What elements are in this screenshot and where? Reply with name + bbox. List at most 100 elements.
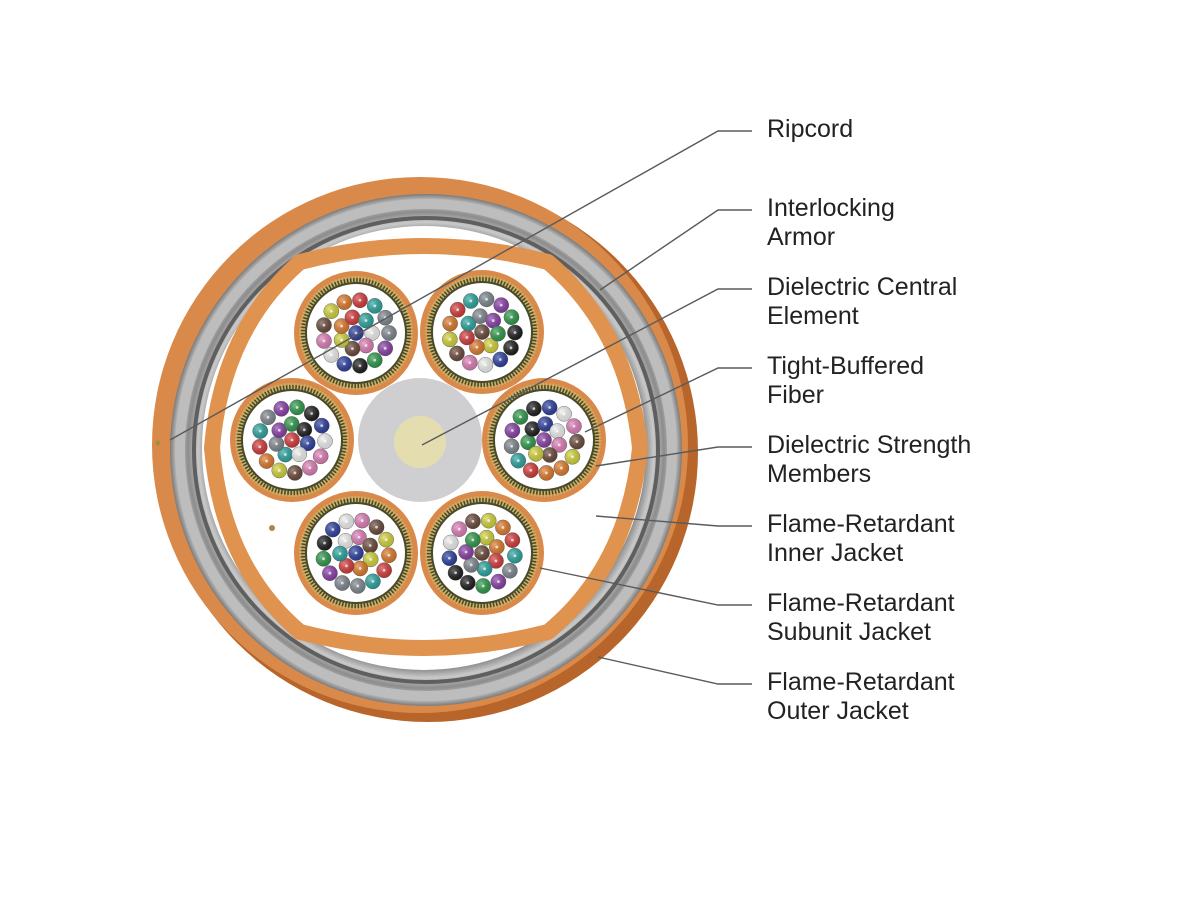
fiber-core: [496, 332, 500, 336]
fiber-core: [448, 556, 451, 560]
fiber-core: [358, 567, 362, 570]
strength-member-yarn: [299, 276, 413, 390]
fiber-core: [501, 526, 505, 529]
fiber-core: [344, 539, 347, 543]
subunits: [230, 270, 606, 615]
fiber-core: [529, 468, 533, 472]
fiber-core: [465, 336, 469, 339]
fiber-core: [494, 559, 498, 563]
label-ripcord: Ripcord: [767, 115, 853, 143]
fiber-core: [266, 415, 270, 419]
fiber-core: [340, 338, 343, 342]
fiber-core: [364, 319, 368, 322]
fiber-core: [544, 471, 548, 475]
fiber-core: [498, 358, 502, 361]
fiber-core: [295, 405, 299, 409]
fiber-core: [471, 519, 475, 523]
fiber-core: [308, 466, 312, 470]
fiber-core: [358, 364, 362, 368]
fiber-core: [293, 471, 297, 475]
fiber-core: [455, 352, 459, 355]
fiber-core: [302, 428, 306, 432]
fiber-core: [329, 309, 333, 313]
fiber-core: [466, 581, 470, 585]
fiber-core: [510, 315, 513, 319]
fiber-core: [364, 344, 368, 347]
fiber-core: [258, 429, 262, 433]
fiber-core: [310, 412, 314, 415]
fiber-core: [513, 331, 517, 334]
leader-lines: [169, 130, 752, 685]
central-element-core: [394, 416, 446, 468]
fiber-subunit: [420, 270, 544, 394]
leader-ripcord: [169, 130, 752, 441]
fiber-core: [468, 361, 472, 365]
fiber-core: [277, 428, 281, 432]
fiber-core: [329, 353, 333, 357]
fiber-core: [489, 344, 493, 347]
fiber-core: [322, 339, 326, 343]
fiber-core: [480, 330, 484, 334]
fiber-core: [369, 557, 373, 561]
fiber-core: [483, 567, 486, 571]
fiber-subunit: [230, 378, 354, 502]
fiber-core: [516, 459, 520, 463]
fiber-core: [478, 314, 482, 318]
strength-member-yarn: [487, 383, 601, 497]
fiber-core: [358, 298, 362, 302]
fiber-core: [384, 538, 388, 542]
fiber-core: [354, 331, 358, 335]
fiber-core: [526, 440, 530, 444]
inner-jacket: [204, 238, 648, 656]
fiber-core: [572, 424, 576, 428]
fiber-core: [290, 438, 294, 442]
fiber-core: [571, 455, 574, 459]
fiber-core: [530, 427, 534, 431]
fiber-core: [373, 304, 377, 308]
fiber-core: [499, 303, 503, 307]
fiber-core: [382, 568, 386, 572]
fiber-core: [542, 438, 546, 442]
fiber-core: [351, 316, 354, 319]
ripcord-dot-outer: [155, 440, 161, 446]
fiber-core: [328, 571, 332, 575]
fiber-core: [322, 323, 326, 327]
fiber-core: [449, 541, 453, 544]
fiber-core: [548, 453, 552, 457]
fiber-core: [543, 422, 547, 426]
fiber-core: [258, 445, 262, 449]
fiber-core: [519, 415, 522, 419]
fiber-core: [323, 439, 327, 443]
fiber-core: [471, 538, 475, 542]
fiber-core: [469, 563, 473, 567]
leader-dielectric-strength-members: [595, 446, 752, 467]
fiber-core: [454, 571, 457, 575]
fiber-core: [466, 322, 470, 326]
strength-member-yarn: [299, 496, 413, 610]
fiber-core: [356, 584, 360, 588]
fiber-core: [469, 299, 473, 303]
fiber-core: [456, 308, 460, 312]
fiber-core: [497, 580, 500, 584]
fiber-core: [290, 422, 294, 426]
fiber-core: [360, 519, 364, 522]
cable-cross-section: [152, 177, 698, 722]
fiber-core: [357, 535, 361, 539]
fiber-core: [283, 453, 287, 456]
leader-interlocking-armor: [599, 209, 752, 291]
fiber-core: [548, 406, 552, 409]
armor-band: [175, 199, 677, 701]
fiber-core: [387, 331, 391, 335]
fiber-core: [323, 541, 326, 545]
armor-groove: [192, 216, 660, 684]
fiber-core: [345, 564, 348, 568]
fiber-core: [340, 581, 344, 585]
ripcord-dot: [269, 525, 275, 531]
fiber-core: [555, 429, 559, 433]
fiber-core: [331, 528, 335, 531]
